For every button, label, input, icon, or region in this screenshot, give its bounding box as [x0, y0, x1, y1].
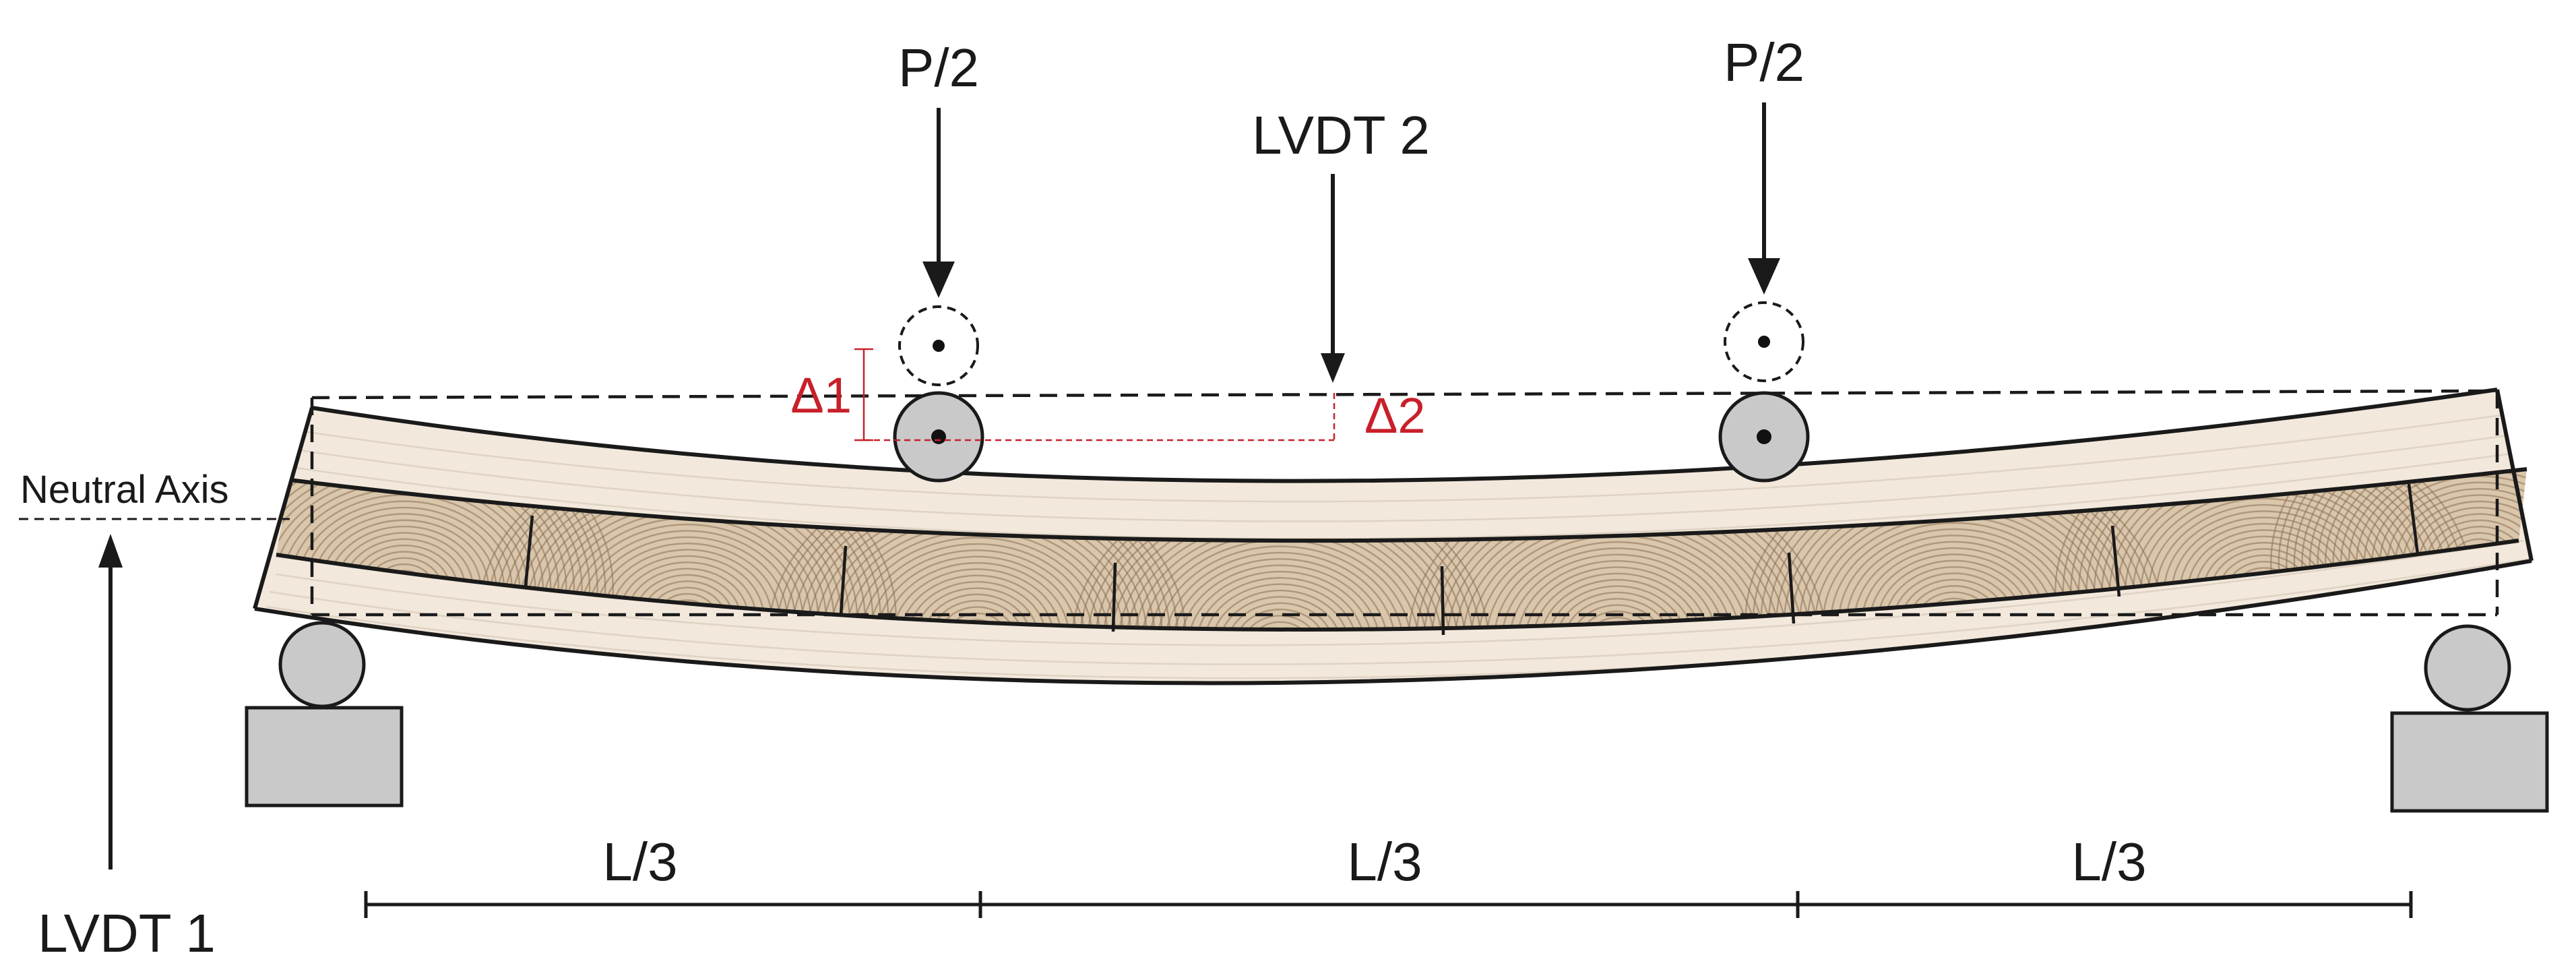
growth-ring [1249, 621, 1311, 630]
growth-ring [1509, 553, 1726, 630]
core-board-joints [524, 483, 2420, 636]
growth-ring [1187, 570, 1373, 630]
undeformed-outline [310, 389, 2499, 617]
growth-ring [2293, 469, 2527, 630]
left-support [245, 621, 404, 807]
span-right-label: L/3 [2071, 832, 2146, 892]
growth-ring [2324, 469, 2527, 630]
growth-ring [1555, 591, 1679, 630]
growth-ring [1493, 541, 1741, 630]
lower-glueline [276, 539, 2519, 632]
growth-ring [939, 606, 1015, 630]
right-support-roller [2424, 624, 2511, 712]
growth-ring [946, 612, 1008, 630]
left-load-arrow [922, 108, 955, 298]
growth-ring [884, 561, 1070, 630]
span-left-label: L/3 [602, 832, 677, 892]
right-support-block [2390, 711, 2549, 813]
growth-ring [1571, 604, 1664, 630]
growth-ring [1524, 566, 1710, 630]
span-dimension-line [364, 891, 2413, 918]
growth-ring [1540, 579, 1695, 630]
growth-ring [907, 580, 1047, 630]
growth-ring [2277, 469, 2527, 630]
growth-ring [954, 619, 1000, 630]
growth-ring [1179, 564, 1381, 630]
growth-ring [1586, 617, 1648, 630]
neutral-axis-label: Neutral Axis [20, 468, 228, 512]
growth-ring [276, 469, 567, 630]
lvdt-1-arrow [98, 534, 123, 870]
delta-1-label: Δ1 [790, 367, 852, 423]
growth-ring [276, 469, 598, 630]
span-middle-label: L/3 [1347, 832, 1422, 892]
outer-grain [265, 413, 2529, 679]
delta-1-marker [854, 348, 1334, 441]
growth-ring [1218, 596, 1342, 630]
lvdt-2-arrow [1321, 174, 1345, 383]
right-load-arrow [1748, 102, 1780, 295]
growth-ring [276, 469, 560, 630]
growth-ring [891, 568, 1063, 630]
growth-ring [2270, 469, 2527, 630]
growth-ring [276, 469, 591, 630]
growth-ring [276, 469, 583, 630]
growth-ring [915, 587, 1039, 630]
right-load-point [1718, 301, 1810, 483]
growth-ring [869, 549, 1086, 630]
beam-right-end [2495, 389, 2534, 561]
growth-ring [1195, 577, 1366, 630]
upper-glueline [289, 467, 2527, 543]
growth-ring [1203, 583, 1358, 630]
growth-ring [1532, 572, 1703, 630]
growth-ring [1563, 598, 1671, 630]
growth-ring [1501, 547, 1734, 630]
growth-ring [1242, 615, 1319, 630]
left-load-point [893, 305, 984, 483]
beam-bottom-edge [254, 559, 2532, 685]
growth-ring [1172, 558, 1389, 630]
right-load-roller-initial [1724, 301, 1804, 382]
left-load-label: P/2 [898, 38, 979, 98]
growth-ring [2286, 469, 2527, 630]
growth-ring [860, 543, 1094, 630]
right-support [2390, 624, 2549, 813]
growth-ring [1547, 585, 1687, 630]
growth-ring [1164, 551, 1397, 630]
growth-ring [853, 537, 1101, 630]
growth-ring [1579, 610, 1656, 630]
growth-ring [923, 593, 1031, 630]
growth-ring [931, 600, 1024, 630]
growth-ring [2301, 469, 2527, 630]
growth-ring [1234, 608, 1327, 630]
left-support-roller [278, 621, 366, 708]
beam-left-end [253, 407, 314, 609]
growth-ring [2308, 469, 2527, 630]
clt-beam [253, 388, 2534, 685]
growth-ring [1210, 589, 1350, 630]
growth-ring [2317, 469, 2527, 630]
left-load-roller-initial [898, 305, 979, 386]
left-support-block [245, 706, 404, 807]
growth-ring [276, 469, 614, 630]
growth-ring [1226, 602, 1334, 630]
growth-ring [1156, 545, 1404, 630]
growth-ring [276, 469, 575, 630]
growth-ring [900, 574, 1055, 630]
lvdt-1-label: LVDT 1 [38, 903, 216, 963]
lvdt-2-label: LVDT 2 [1252, 105, 1430, 165]
growth-ring [876, 555, 1078, 630]
delta-2-label: Δ2 [1364, 388, 1426, 444]
beam-top-edge [311, 388, 2498, 483]
growth-ring [276, 469, 606, 630]
growth-ring [1516, 559, 1718, 630]
right-load-label: P/2 [1724, 32, 1804, 92]
